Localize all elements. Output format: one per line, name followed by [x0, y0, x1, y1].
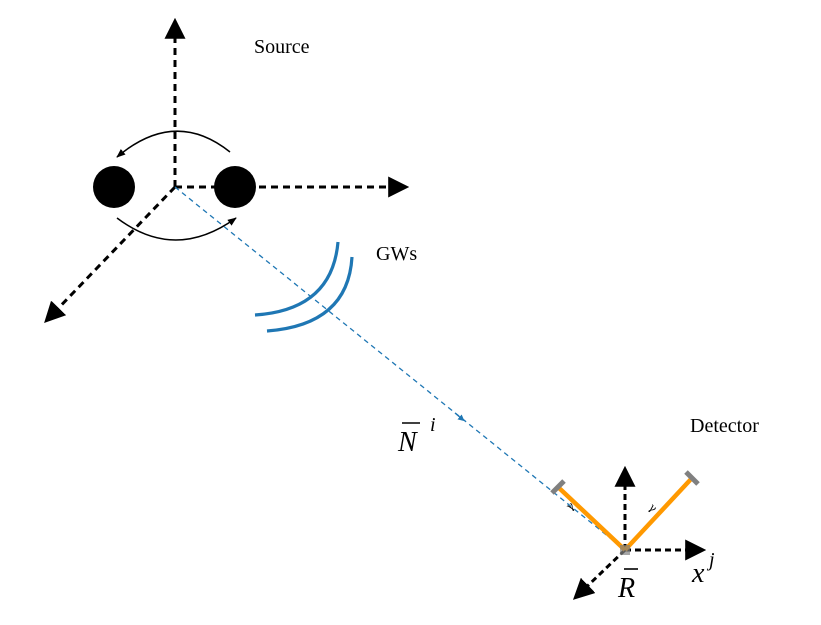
source-axis-y: [44, 185, 177, 324]
mass-right: [214, 166, 256, 208]
direction-arrowhead: [454, 412, 465, 422]
detector-arm-left: [556, 485, 627, 552]
detector-arm-right: [623, 476, 694, 552]
mirror-left: [550, 479, 566, 495]
position-label-main: R: [617, 573, 635, 604]
direction-label-sup: i: [430, 414, 436, 436]
axis-label-main: x: [691, 558, 705, 589]
binary-system: [93, 130, 256, 241]
line-of-sight: [174, 186, 626, 551]
wave-front-outer: [266, 256, 354, 333]
position-label: R: [617, 568, 638, 604]
axis-label-sup: j: [706, 549, 715, 571]
source-label: Source: [254, 36, 310, 58]
mirror-right: [684, 470, 700, 486]
axis-label: x j: [691, 549, 715, 589]
wave-front-inner: [254, 241, 340, 317]
orbit-arrow-bottom: [116, 217, 237, 241]
direction-label-main: N: [397, 427, 418, 458]
source-axes: [44, 17, 410, 324]
orbit-arrow-top: [116, 130, 231, 158]
mass-left: [93, 166, 135, 208]
beam-splitter: [620, 545, 630, 555]
gws-label: GWs: [376, 243, 417, 265]
direction-label: N i: [397, 414, 436, 458]
wave-fronts: [254, 241, 354, 333]
detector-label: Detector: [690, 415, 759, 437]
detector-axis-down-left: [572, 548, 627, 600]
